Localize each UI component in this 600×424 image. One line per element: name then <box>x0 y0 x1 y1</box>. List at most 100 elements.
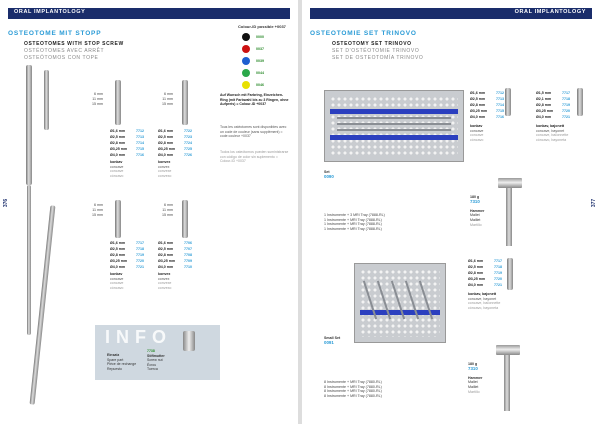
subtitle-fr: OSTÉOTOMES AVEC ARRÊT <box>24 48 105 54</box>
depth-list: 6 mm 11 mm 15 mm <box>75 203 103 218</box>
note-de: Auf Wunsch mit Farbring, Einzeichen-Ring… <box>220 93 289 106</box>
osteotome-tip-image <box>577 88 583 116</box>
hammer-head-image <box>498 178 522 188</box>
osteotome-tip-image <box>115 80 121 125</box>
color-key-row: 0046 <box>238 81 288 89</box>
tray-grid <box>330 96 458 156</box>
depth-label: 15 mm <box>162 213 173 217</box>
hammer-handle-image <box>506 188 512 246</box>
screw-nut-image <box>183 331 195 351</box>
color-code: 0037 <box>256 47 264 51</box>
color-key-row: 0000 <box>238 33 288 41</box>
instrument-tray-image <box>324 90 464 162</box>
left-page: ORAL IMPLANTOLOGY 376 OSTEOTOME MIT STOP… <box>0 0 298 424</box>
section-title: OSTEOTOME MIT STOPP <box>8 30 102 37</box>
header-bar: ORAL IMPLANTOLOGY <box>8 8 290 19</box>
small-instrument-tray-image <box>354 263 446 343</box>
color-key-title: Colour-ID possible +0037 <box>238 24 286 29</box>
depth-list: 6 mm 11 mm 15 mm <box>145 203 173 218</box>
tray-band <box>360 310 440 315</box>
depth-label: 6 mm <box>94 203 103 207</box>
depth-label: 11 mm <box>162 97 173 101</box>
osteotome-tip-image <box>115 200 121 238</box>
depth-label: 6 mm <box>164 92 173 96</box>
header-label: ORAL IMPLANTOLOGY <box>514 9 586 15</box>
color-dot-green <box>242 69 250 77</box>
depth-list: 6 mm 11 mm 15 mm <box>75 92 103 107</box>
depth-label: 11 mm <box>92 97 103 101</box>
color-dot-yellow <box>242 81 250 89</box>
subtitle-fr: SET D'OSTÉOTOMIE TRINOVO <box>332 48 420 54</box>
osteotome-image <box>26 65 32 185</box>
osteotome-tip-image <box>44 70 49 130</box>
color-code: 0039 <box>256 59 264 63</box>
page-number: 376 <box>3 198 10 208</box>
osteotome-tip-image <box>507 258 513 290</box>
info-heading: INFO <box>105 327 172 347</box>
subtitle-es: SET DE OSTEOTOMÍA TRINOVO <box>332 55 424 61</box>
subtitle-en: OSTEOTOMY SET TRINOVO <box>332 41 412 47</box>
depth-label: 15 mm <box>92 102 103 106</box>
depth-label: 6 mm <box>94 92 103 96</box>
tray-instrument <box>337 117 451 119</box>
color-code: 0044 <box>256 71 264 75</box>
color-key-row: 0044 <box>238 69 288 77</box>
color-dot-red <box>242 45 250 53</box>
tray-instrument <box>337 123 451 125</box>
subtitle-en: OSTEOTOMES WITH STOP SCREW <box>24 41 124 47</box>
header-label: ORAL IMPLANTOLOGY <box>14 9 86 15</box>
color-key: Colour-ID possible +0037 0000 0037 0039 … <box>238 24 288 89</box>
hammer-handle-image <box>504 355 510 411</box>
osteotome-tip-image <box>505 88 511 116</box>
depth-list: 6 mm 11 mm 15 mm <box>145 92 173 107</box>
color-code: 0046 <box>256 83 264 87</box>
set-contents: 1 Instrumente + 3 MRI Tray (7888-RL) 1 I… <box>324 213 385 231</box>
color-code: 0000 <box>256 35 264 39</box>
note-fr: Tous les ostéotomes sont disponibles ave… <box>220 125 287 138</box>
depth-label: 11 mm <box>162 208 173 212</box>
depth-label: 15 mm <box>92 213 103 217</box>
header-bar: ORAL IMPLANTOLOGY <box>310 8 592 19</box>
